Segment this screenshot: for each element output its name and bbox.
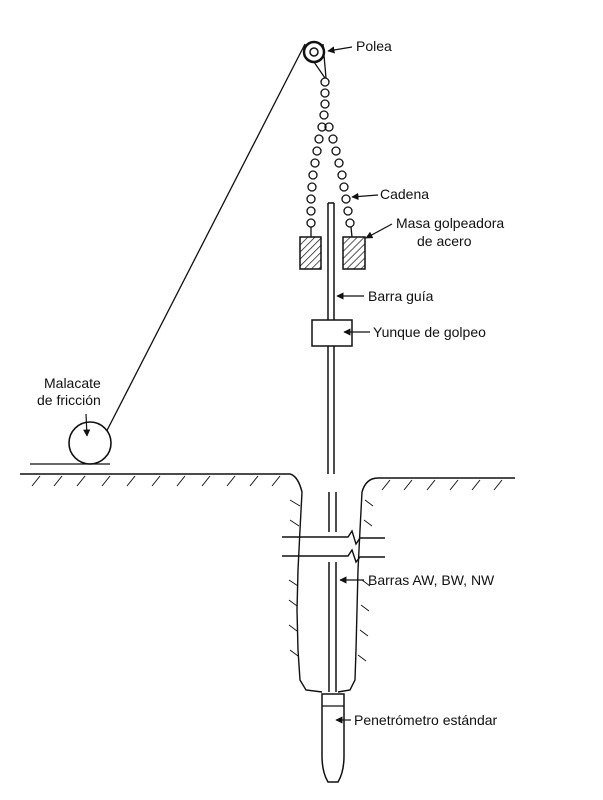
hammer-block-right — [342, 236, 366, 270]
guide-rod — [327, 202, 335, 474]
label-masa-line2: de acero — [417, 233, 472, 249]
borehole — [288, 491, 374, 693]
label-barras: Barras AW, BW, NW — [368, 572, 495, 588]
label-polea: Polea — [356, 38, 392, 54]
label-malacate-line2: de fricción — [37, 392, 101, 408]
label-barra-guia: Barra guía — [368, 288, 434, 304]
pulley — [302, 40, 326, 79]
label-penetrometro: Penetrómetro estándar — [354, 712, 498, 728]
label-malacate-line1: Malacate — [44, 375, 101, 391]
standard-penetrometer — [321, 693, 345, 783]
ground-surface — [20, 473, 515, 493]
label-cadena: Cadena — [380, 186, 429, 202]
ground-hatching-right — [381, 479, 503, 491]
hammer-mass — [299, 236, 366, 270]
chain — [306, 77, 355, 238]
striking-anvil — [311, 319, 353, 347]
label-masa-line1: Masa golpeadora — [396, 215, 504, 231]
borehole-wall-hatching — [288, 499, 374, 662]
hammer-block-left — [299, 236, 322, 270]
cable — [97, 43, 327, 449]
drill-rods — [328, 492, 337, 692]
break-lines — [282, 529, 385, 564]
ground-hatching-left — [31, 475, 281, 487]
callout-arrows — [83, 46, 393, 724]
label-yunque: Yunque de golpeo — [373, 324, 486, 340]
friction-winch — [30, 421, 112, 465]
